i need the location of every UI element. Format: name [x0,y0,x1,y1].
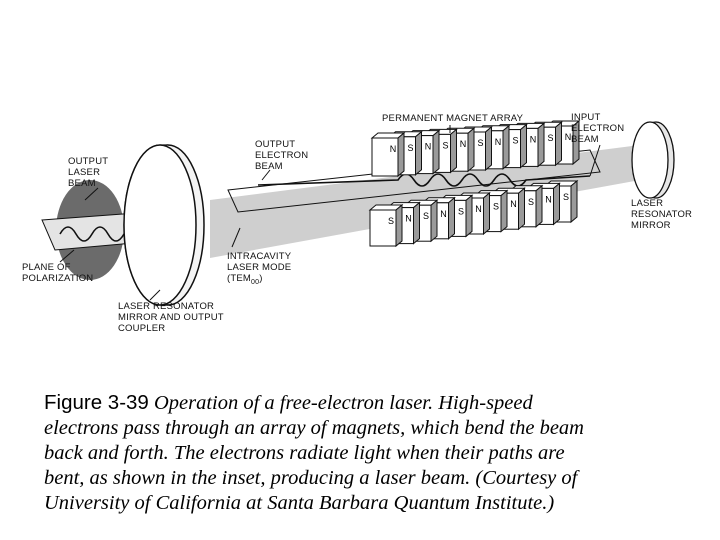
caption-line-3: back and forth. The electrons radiate li… [44,442,565,464]
leader-output-laser-beam [84,187,99,201]
top-magnet-pole-label: N [495,137,502,147]
output-coupler-face [123,144,197,306]
bottom-magnet-pole-label: S [423,211,429,221]
caption-line-5: University of California at Santa Barbar… [44,492,555,514]
top-magnet-pole-label: S [512,136,518,146]
top-magnet-pole-label: S [407,143,413,153]
electron-beam [257,173,591,187]
bottom-magnet: S [368,203,404,248]
top-magnet-pole-label: S [477,138,483,148]
top-magnet-pole-label: N [425,142,432,152]
top-magnet-pole-label: S [442,140,448,150]
top-magnet-pole-label: N [565,132,572,142]
bottom-magnet-pole-label: N [405,214,412,224]
label-permanent-magnet-array: PERMANENT MAGNET ARRAY [382,113,524,124]
bottom-magnet-pole-label: S [458,206,464,216]
bottom-magnet-pole-label: N [510,199,517,209]
bottom-magnet-pole-label: S [528,197,534,207]
top-magnet-pole-label: S [547,133,553,143]
caption-line-1: Figure 3-39 Operation of a free-electron… [44,391,533,414]
leader-output-electron [261,169,271,181]
figure-caption: Figure 3-39 Operation of a free-electron… [44,390,694,516]
bottom-magnet-array: S N S N S N S N S N S [368,179,579,248]
leader-intracavity [231,227,241,248]
resonator-mirror-right [631,121,669,199]
leader-coupler [149,289,161,301]
top-magnet-pole-label: N [460,139,467,149]
input-beam-line [589,144,601,177]
top-magnet: N [370,131,406,178]
leader-polarization [59,249,75,263]
caption-line-2: electrons pass through an array of magne… [44,417,584,439]
bottom-magnet-pole-label: N [545,194,552,204]
top-magnet-pole-label: N [390,144,397,154]
bottom-magnet-pole-label: S [563,192,569,202]
figure-label: Figure 3-39 [44,391,149,414]
bottom-magnet-pole-label: S [493,202,499,212]
top-magnet-pole-label: N [530,134,537,144]
bottom-magnet-pole-label: S [388,216,394,226]
bottom-magnet-pole-label: N [440,209,447,219]
caption-line-4: bent, as shown in the inset, producing a… [44,467,578,489]
bottom-magnet-pole-label: N [475,204,482,214]
